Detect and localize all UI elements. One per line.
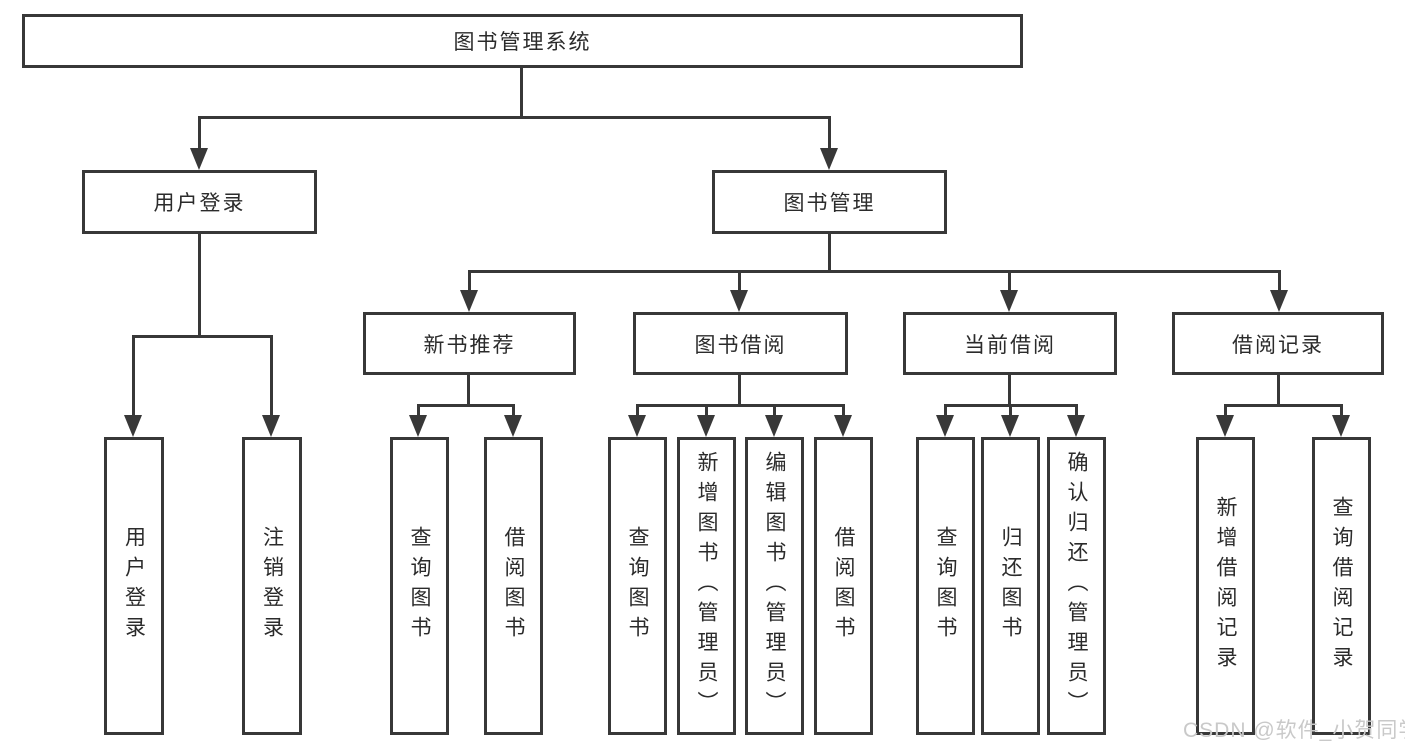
connector-line	[828, 116, 831, 152]
node-label: 新书推荐	[423, 333, 516, 357]
connector-line	[944, 404, 947, 418]
leaf-logout: 注销登录	[242, 437, 302, 735]
arrowhead-down	[628, 415, 646, 437]
node-label: 查询图书	[408, 526, 431, 646]
arrowhead-down	[765, 415, 783, 437]
connector-line	[1278, 270, 1281, 293]
connector-line	[270, 335, 273, 418]
leaf-borrow-books: 借阅图书	[814, 437, 873, 735]
node-label: 当前借阅	[964, 333, 1056, 357]
connector-line	[520, 68, 523, 119]
arrowhead-down	[1332, 415, 1350, 437]
leaf-return-books: 归还图书	[981, 437, 1040, 735]
connector-line	[198, 234, 201, 338]
arrowhead-down	[460, 290, 478, 312]
leaf-query-books-recommend: 查询图书	[390, 437, 449, 735]
arrowhead-down	[1270, 290, 1288, 312]
connector-line	[512, 404, 515, 418]
node-label: 查询图书	[626, 526, 649, 646]
connector-line	[198, 116, 201, 152]
leaf-query-books-borrowing: 查询图书	[608, 437, 667, 735]
connector-line	[468, 270, 1281, 273]
leaf-confirm-return-admin: 确认归还（管理员）	[1047, 437, 1106, 735]
node-book-management: 图书管理	[712, 170, 947, 234]
node-label: 查询图书	[934, 526, 957, 646]
node-label: 注销登录	[260, 526, 284, 646]
leaf-add-books-admin: 新增图书（管理员）	[677, 437, 736, 735]
connector-line	[1009, 404, 1012, 418]
arrowhead-down	[1216, 415, 1234, 437]
arrowhead-down	[190, 148, 208, 170]
leaf-query-borrow-record: 查询借阅记录	[1312, 437, 1371, 735]
arrowhead-down	[1001, 415, 1019, 437]
connector-line	[198, 116, 831, 119]
connector-line	[1008, 375, 1011, 407]
connector-line	[417, 404, 420, 418]
leaf-user-login: 用户登录	[104, 437, 164, 735]
node-user-login: 用户登录	[82, 170, 317, 234]
leaf-add-borrow-record: 新增借阅记录	[1196, 437, 1255, 735]
node-label: 新增图书（管理员）	[695, 451, 718, 721]
arrowhead-down	[820, 148, 838, 170]
node-label: 确认归还（管理员）	[1065, 451, 1088, 721]
arrowhead-down	[262, 415, 280, 437]
node-label: 归还图书	[999, 526, 1022, 646]
connector-line	[636, 404, 845, 407]
connector-line	[1224, 404, 1343, 407]
node-label: 借阅记录	[1232, 333, 1324, 357]
node-label: 图书管理系统	[453, 31, 592, 54]
leaf-edit-books-admin: 编辑图书（管理员）	[745, 437, 804, 735]
connector-line	[773, 404, 776, 418]
connector-line	[828, 234, 831, 273]
connector-line	[1075, 404, 1078, 418]
arrowhead-down	[936, 415, 954, 437]
connector-line	[132, 335, 135, 418]
arrowhead-down	[1000, 290, 1018, 312]
connector-line	[738, 270, 741, 293]
node-label: 图书管理	[783, 192, 876, 215]
connector-line	[738, 375, 741, 407]
connector-line	[705, 404, 708, 418]
arrowhead-down	[697, 415, 715, 437]
node-label: 用户登录	[153, 192, 246, 215]
arrowhead-down	[1067, 415, 1085, 437]
connector-line	[467, 375, 470, 407]
arrowhead-down	[409, 415, 427, 437]
node-new-book-recommendation: 新书推荐	[363, 312, 576, 375]
node-book-borrowing: 图书借阅	[633, 312, 848, 375]
node-label: 借阅图书	[502, 526, 525, 646]
arrowhead-down	[834, 415, 852, 437]
connector-line	[132, 335, 273, 338]
leaf-query-books-current: 查询图书	[916, 437, 975, 735]
connector-line	[417, 404, 515, 407]
node-label: 新增借阅记录	[1214, 496, 1237, 676]
leaf-borrow-books-recommend: 借阅图书	[484, 437, 543, 735]
arrowhead-down	[504, 415, 522, 437]
connector-line	[468, 270, 471, 293]
csdn-watermark: CSDN @软件_小贺同学	[1183, 719, 1405, 742]
node-library-management-system: 图书管理系统	[22, 14, 1023, 68]
connector-line	[1277, 375, 1280, 407]
node-borrowing-records: 借阅记录	[1172, 312, 1384, 375]
connector-line	[842, 404, 845, 418]
arrowhead-down	[124, 415, 142, 437]
arrowhead-down	[730, 290, 748, 312]
connector-line	[1224, 404, 1227, 418]
node-label: 查询借阅记录	[1330, 496, 1353, 676]
connector-line	[636, 404, 639, 418]
node-label: 图书借阅	[694, 333, 787, 357]
node-current-borrowing: 当前借阅	[903, 312, 1117, 375]
node-label: 用户登录	[122, 526, 146, 646]
node-label: 编辑图书（管理员）	[763, 451, 786, 721]
connector-line	[1008, 270, 1011, 293]
connector-line	[1340, 404, 1343, 418]
node-label: 借阅图书	[832, 526, 855, 646]
